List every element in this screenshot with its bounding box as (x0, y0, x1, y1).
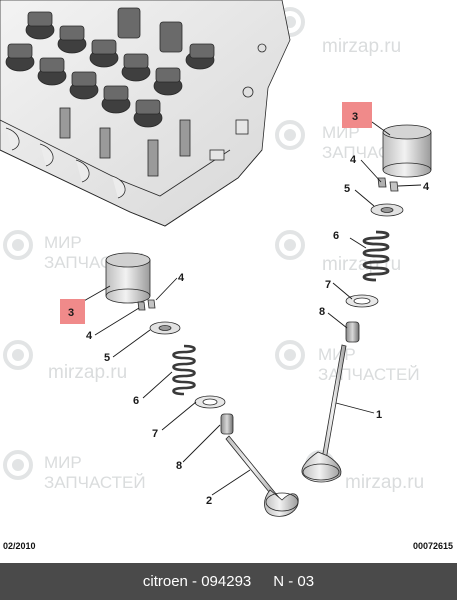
exploded-valve-diagram: mirzap.ru МИР ЗАПЧАСТЕЙ МИР ЗАПЧАСТЕЙ mi… (0, 0, 432, 517)
callout-2: 2 (206, 495, 212, 507)
watermark-site-text: mirzap.ru (322, 36, 401, 57)
callout-1: 1 (376, 409, 382, 421)
leader-lines (81, 121, 422, 496)
callout-7-left: 7 (152, 428, 158, 440)
tappet-left (105, 252, 151, 304)
callout-labels: 3 4 4 5 6 7 8 1 3 4 4 5 6 7 8 2 (60, 102, 430, 507)
callout-5-right: 5 (344, 183, 350, 195)
footer-bar: citroen - 094293 N - 03 (0, 563, 457, 600)
callout-highlight-right (342, 102, 372, 128)
watermark-line1: МИР (318, 345, 356, 364)
left-valve-assembly (105, 252, 299, 517)
callout-7-right: 7 (325, 279, 331, 291)
right-valve-assembly (301, 124, 432, 483)
tappet-right (382, 124, 432, 178)
callout-8-left: 8 (176, 460, 182, 472)
watermark-line1: МИР (44, 453, 82, 472)
callout-8-right: 8 (319, 306, 325, 318)
watermark-site-text: mirzap.ru (345, 472, 424, 493)
callout-4-left-bottom: 4 (86, 330, 93, 342)
watermark-line1: МИР (44, 233, 82, 252)
footer-section: N - 03 (273, 573, 315, 590)
watermark-line2: ЗАПЧАСТЕЙ (44, 473, 146, 492)
callout-highlight-left (60, 299, 85, 324)
footer-brand-code: citroen - 094293 (142, 573, 252, 590)
watermark-site-text: mirzap.ru (322, 254, 401, 275)
watermark-site-text: mirzap.ru (48, 362, 127, 383)
callout-3-left: 3 (68, 307, 74, 319)
callout-4-right-left: 4 (350, 154, 357, 166)
diagram-reference: 00072615 (412, 541, 453, 551)
callout-3-right: 3 (352, 111, 358, 123)
cylinder-head-illustration (0, 0, 291, 227)
callout-6-left: 6 (133, 395, 139, 407)
callout-5-left: 5 (104, 352, 110, 364)
callout-4-right-right: 4 (423, 181, 430, 193)
callout-6-right: 6 (333, 230, 339, 242)
callout-4-left-top: 4 (178, 272, 185, 284)
diagram-date: 02/2010 (3, 541, 36, 551)
watermark-line2: ЗАПЧАСТЕЙ (318, 365, 420, 384)
